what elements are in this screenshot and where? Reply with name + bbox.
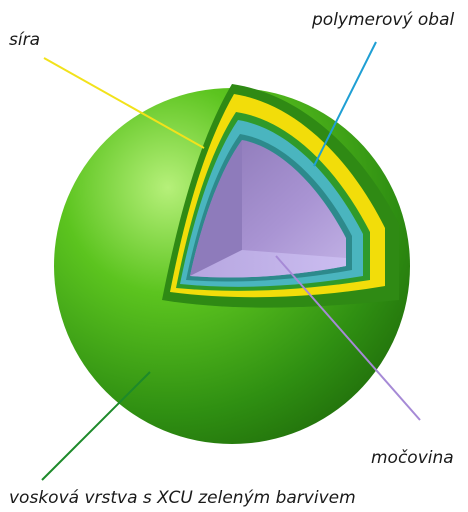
sulfur-label: síra [9,32,40,49]
wax-label: vosková vrstva s XCU zeleným barvivem [9,490,356,507]
polymer-label: polymerový obal [312,12,454,29]
wax-leader-line [42,372,150,480]
urea-label: močovina [371,450,454,467]
